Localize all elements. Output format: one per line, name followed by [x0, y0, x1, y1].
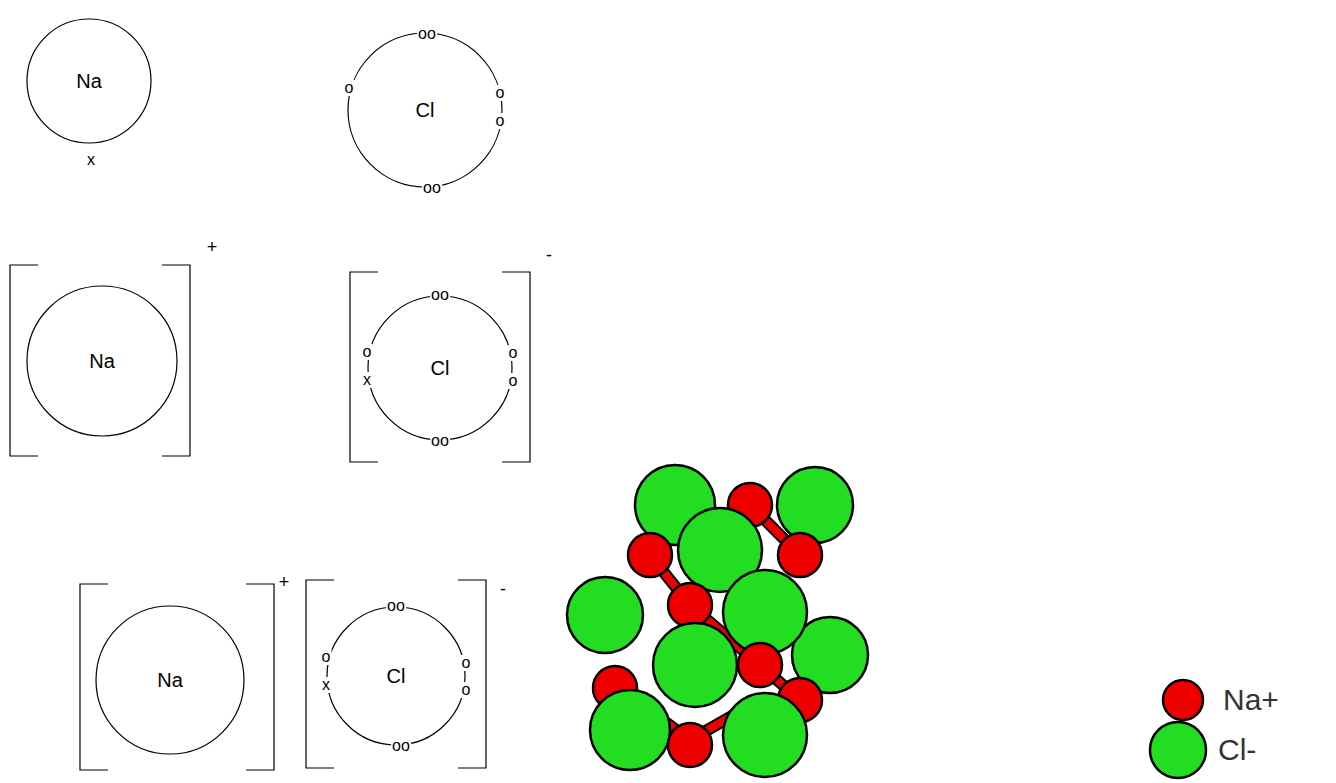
electron-mark: o [508, 345, 519, 361]
electron-mark: oo [422, 180, 442, 196]
atom-circle: Na [95, 605, 245, 755]
electron-mark: x [321, 677, 331, 693]
electron-mark: o [461, 655, 472, 671]
legend-label: Cl- [1218, 735, 1256, 765]
electron-mark: o [495, 85, 506, 101]
atom-circle: Cl [326, 606, 466, 746]
ion-charge: - [545, 246, 553, 264]
atom-circle: Na [26, 285, 178, 437]
electron-mark: oo [391, 738, 411, 754]
ion-charge: + [206, 238, 219, 256]
element-symbol: Na [157, 670, 183, 690]
element-symbol: Na [89, 351, 115, 371]
ion-charge: + [278, 573, 291, 591]
atom-circle: Cl [367, 295, 513, 441]
electron-mark: o [362, 344, 373, 360]
electron-mark: x [362, 372, 372, 388]
electron-mark: o [344, 80, 355, 96]
electron-mark: o [321, 649, 332, 665]
electron-mark: o [495, 113, 506, 129]
legend-swatch [1150, 722, 1206, 778]
element-symbol: Cl [387, 666, 406, 686]
ion-charge: - [499, 580, 507, 598]
legend-swatch [1163, 680, 1203, 720]
electron-mark: oo [430, 287, 450, 303]
element-symbol: Cl [431, 358, 450, 378]
atom-circle: Cl [347, 32, 503, 188]
electron-mark: oo [430, 433, 450, 449]
element-symbol: Cl [416, 100, 435, 120]
ion-brackets [10, 265, 530, 770]
electron-mark: oo [386, 598, 406, 614]
electron-mark: o [508, 373, 519, 389]
electron-mark: o [461, 682, 472, 698]
electron-mark: x [86, 152, 96, 168]
atom-circle: Na [26, 18, 152, 144]
electron-mark: oo [417, 26, 437, 42]
legend-label: Na+ [1223, 685, 1279, 715]
nacl-lattice [567, 465, 868, 777]
element-symbol: Na [76, 71, 102, 91]
